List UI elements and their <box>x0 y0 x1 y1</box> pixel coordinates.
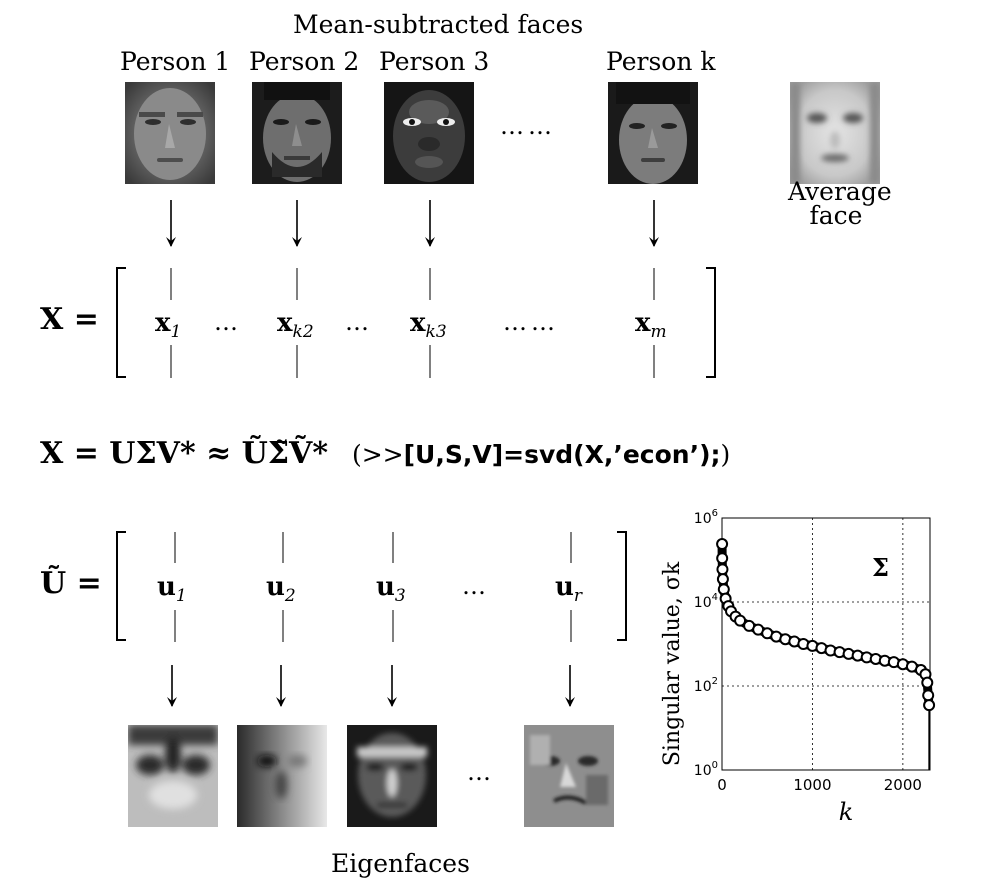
col-sub: 1 <box>175 586 187 607</box>
data-point <box>717 583 730 596</box>
col-base: x <box>635 308 651 338</box>
matrix-x-column-lines <box>170 268 655 378</box>
col-base: x <box>410 308 426 338</box>
col-sub: k2 <box>292 322 314 343</box>
x-tick-label: 1000 <box>793 776 831 794</box>
matrix-x-ellipsis-2: … <box>345 308 373 336</box>
y-tick-label: 102 <box>694 676 718 695</box>
eigenfaces-label: Eigenfaces <box>331 849 470 878</box>
average-face-image <box>790 82 880 184</box>
data-point <box>716 563 729 576</box>
person-k-face-image <box>608 82 698 184</box>
person-3-face-image <box>384 82 474 184</box>
col-sub: 3 <box>394 586 406 607</box>
col-sub: 2 <box>284 586 296 607</box>
x-tick-label: 0 <box>717 776 727 794</box>
matrix-u-col-3: u3 <box>376 572 406 606</box>
average-face-label: Average face <box>788 177 892 230</box>
matrix-u-lhs: Ũ = <box>40 566 102 601</box>
average-face-label-line1: Average <box>788 177 892 206</box>
data-point <box>922 689 935 702</box>
svd-matlab-code: [U,S,V]=svd(X,’econ’); <box>403 440 721 469</box>
col-base: u <box>376 572 395 602</box>
chart-frame <box>721 517 931 771</box>
svd-code-open: (>> <box>351 440 404 469</box>
person-2-label: Person 2 <box>249 47 360 76</box>
person-1-face-image <box>125 82 215 184</box>
matrix-u-col-r: ur <box>555 572 582 606</box>
col-base: u <box>266 572 285 602</box>
col-base: x <box>277 308 293 338</box>
eigenface-3-image <box>347 725 437 827</box>
chart-x-axis-label: k <box>839 798 854 826</box>
data-point <box>923 699 936 712</box>
matrix-u-column-lines <box>174 532 572 642</box>
persons-ellipsis: …… <box>500 112 556 140</box>
matrix-x-ellipsis-1: … <box>214 308 242 336</box>
chart-y-axis-label: Singular value, σk <box>660 561 685 766</box>
eigenface-2-image <box>237 725 327 827</box>
chart-grid <box>722 518 930 770</box>
data-point <box>716 538 729 551</box>
col-base: x <box>155 308 171 338</box>
face-to-column-arrows <box>166 200 659 247</box>
matrix-x-col-1: x1 <box>155 308 181 342</box>
matrix-x-col-k3: xk3 <box>410 308 447 342</box>
person-k-label: Person k <box>606 47 716 76</box>
svd-equation: X = UΣV* ≈ ŨΣ̃Ṽ* (>>[U,S,V]=svd(X,’econ’… <box>40 436 730 471</box>
column-to-eigenface-arrows <box>167 665 575 707</box>
matrix-u-brackets <box>116 531 627 641</box>
chart-series <box>716 538 936 770</box>
matrix-u-ellipsis: … <box>462 572 490 600</box>
matrix-x-col-k2: xk2 <box>277 308 314 342</box>
svd-code-close: ) <box>720 440 731 469</box>
matrix-x-ellipsis-3: …… <box>503 308 559 336</box>
matrix-u-col-1: u1 <box>157 572 187 606</box>
y-tick-label: 100 <box>694 760 718 779</box>
person-3-label: Person 3 <box>379 47 490 76</box>
col-sub: 1 <box>170 322 182 343</box>
eigenface-1-image <box>128 725 218 827</box>
col-sub: m <box>650 322 667 343</box>
eigenface-r-image <box>524 725 614 827</box>
col-sub: k3 <box>425 322 447 343</box>
x-tick-label: 2000 <box>884 776 922 794</box>
y-tick-label: 104 <box>694 592 718 611</box>
diagram-title: Mean-subtracted faces <box>293 10 584 39</box>
data-point <box>921 676 934 689</box>
person-2-face-image <box>252 82 342 184</box>
col-base: u <box>157 572 176 602</box>
svd-formula: X = UΣV* ≈ ŨΣ̃Ṽ* <box>40 436 329 471</box>
eigenfaces-ellipsis: … <box>467 758 495 786</box>
data-point <box>716 552 729 565</box>
col-base: u <box>555 572 574 602</box>
y-tick-label: 106 <box>694 508 718 527</box>
matrix-x-col-m: xm <box>635 308 667 342</box>
person-1-label: Person 1 <box>120 47 231 76</box>
matrix-x-brackets <box>116 267 716 378</box>
data-point <box>734 614 747 627</box>
chart-ticks: 0 1000 2000 100 102 104 106 <box>694 508 922 794</box>
average-face-label-line2: face <box>809 201 863 230</box>
matrix-u-col-2: u2 <box>266 572 296 606</box>
col-sub: r <box>573 586 583 607</box>
data-point <box>716 573 729 586</box>
chart-sigma-annotation: Σ <box>872 553 889 582</box>
singular-value-chart: 0 1000 2000 100 102 104 106 Σ k Singular value… <box>660 508 936 826</box>
matrix-x-lhs: X = <box>40 302 99 337</box>
